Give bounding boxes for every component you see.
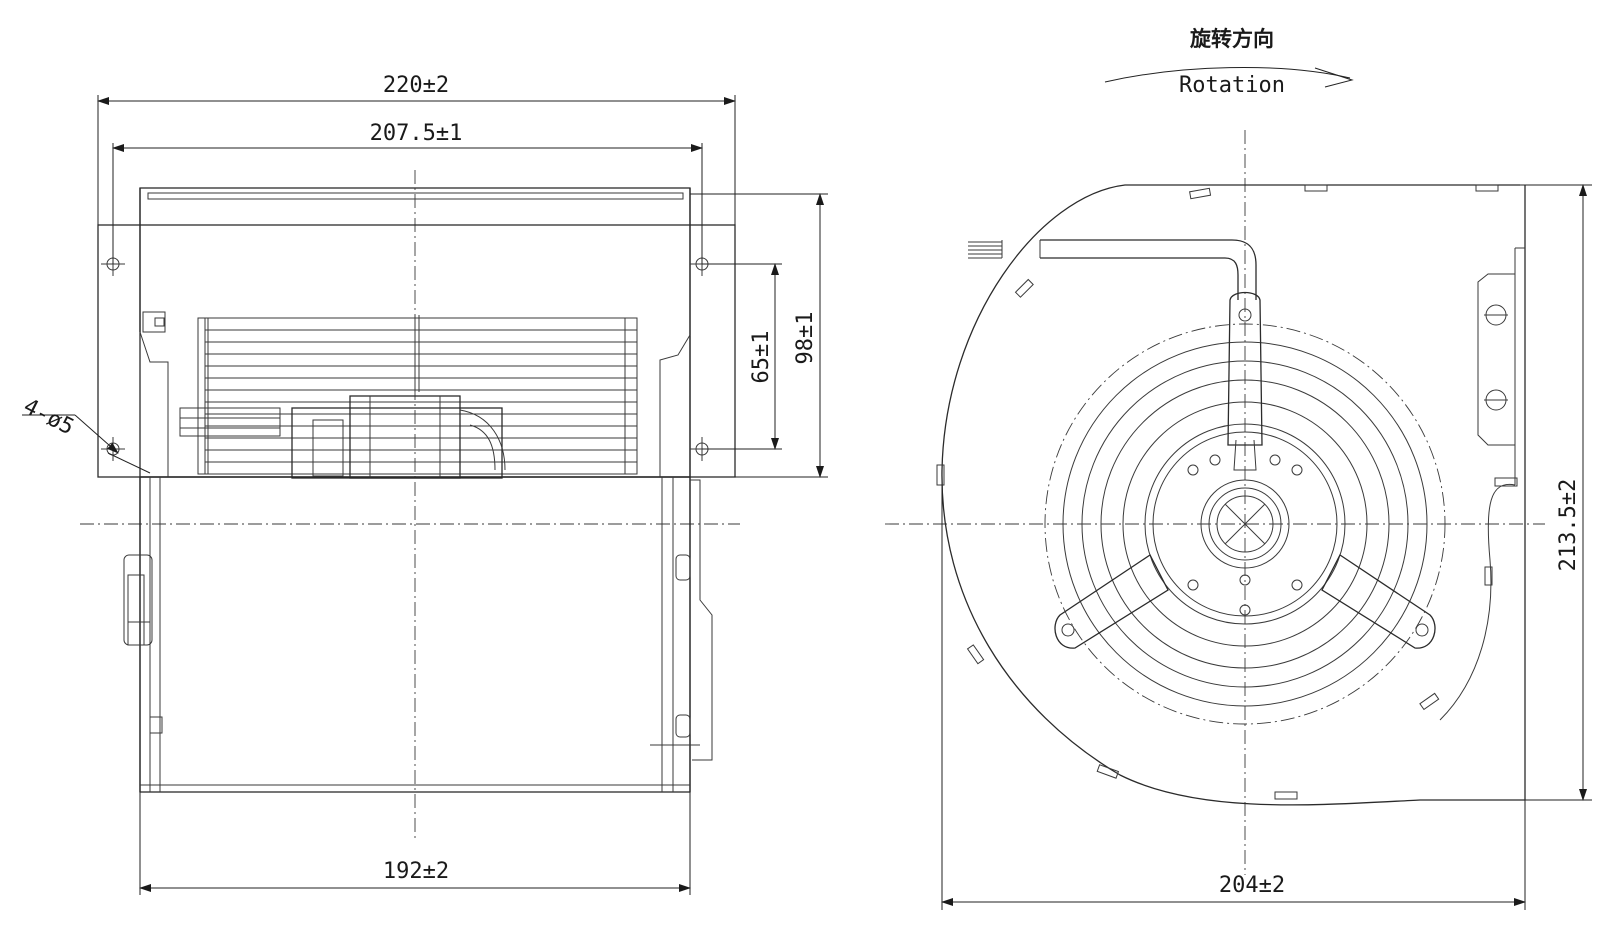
dim-mount-height-inner: 65±1	[749, 331, 774, 384]
lower-housing	[123, 476, 713, 793]
rotation-label-en: Rotation	[1179, 73, 1285, 98]
dim-mount-height-outer: 98±1	[793, 312, 818, 365]
label-mount-holes: 4-ø5	[19, 394, 78, 440]
cable	[968, 239, 1257, 300]
rotation-indicator: 旋转方向 Rotation	[1104, 27, 1354, 98]
mount-holes	[101, 252, 714, 461]
motor-body	[179, 315, 638, 479]
dim-overall-width: 220±2	[383, 73, 449, 98]
hub-screws	[1187, 454, 1303, 616]
dim-side-width: 204±2	[1219, 873, 1285, 898]
support-arms	[1054, 291, 1436, 649]
rotation-label-cn: 旋转方向	[1189, 27, 1274, 51]
impeller-rings	[1044, 323, 1446, 725]
side-view: 旋转方向 Rotation 204±2 213.5±2	[885, 27, 1592, 910]
front-view: 220±2 207.5±1 65±1 98±1 4-ø5 192±2	[19, 73, 828, 895]
dim-housing-width: 192±2	[383, 859, 449, 884]
dim-side-height: 213.5±2	[1556, 479, 1581, 572]
dim-mount-spacing: 207.5±1	[370, 121, 463, 146]
